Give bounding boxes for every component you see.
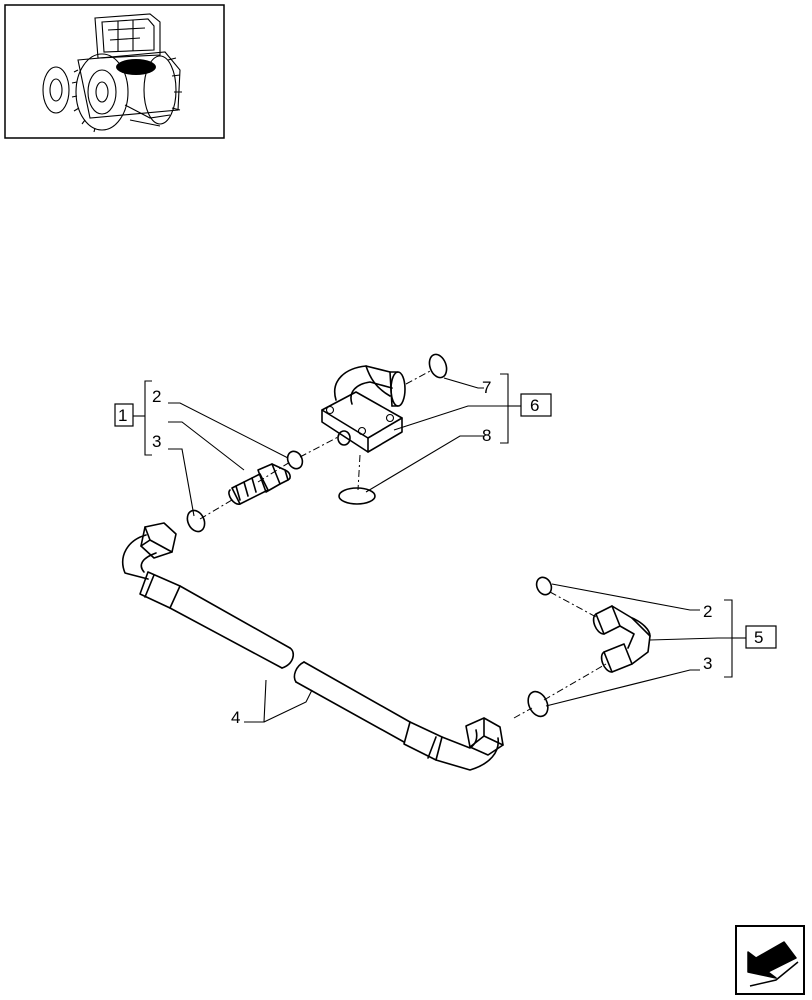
- callout-4: 4: [231, 708, 240, 727]
- pipe-left-nut: [140, 522, 177, 559]
- callout-left-group: 1 2 3: [114, 387, 161, 451]
- callout-6: 6: [530, 396, 539, 415]
- highlight-area: [116, 59, 156, 75]
- callout-1: 1: [118, 406, 127, 425]
- callout-3-left: 3: [152, 432, 161, 451]
- o-ring-2-left: [286, 450, 304, 470]
- o-ring-3-right: [527, 690, 549, 718]
- callout-7: 7: [482, 378, 491, 397]
- callout-3-right: 3: [703, 654, 712, 673]
- tractor-location-thumbnail[interactable]: [4, 4, 225, 139]
- straight-adapter: [228, 463, 291, 505]
- hydraulic-pipe: [121, 522, 504, 771]
- callout-top-group: 6 7 8: [482, 378, 552, 445]
- callout-5: 5: [754, 628, 763, 647]
- o-ring-7: [428, 353, 448, 379]
- block-fitting: [321, 365, 406, 453]
- o-ring-3-left: [186, 509, 206, 533]
- callout-8: 8: [482, 426, 491, 445]
- callout-right-group: 5 2 3: [703, 602, 777, 673]
- o-ring-8: [338, 487, 376, 505]
- elbow-adapter: [592, 605, 651, 673]
- tractor-icon: [42, 13, 182, 133]
- o-ring-2-right: [535, 576, 553, 596]
- callout-2-left: 2: [152, 387, 161, 406]
- callout-2-right: 2: [703, 602, 712, 621]
- pipe-right-nut: [465, 717, 504, 756]
- next-page-arrow-icon[interactable]: [735, 925, 805, 995]
